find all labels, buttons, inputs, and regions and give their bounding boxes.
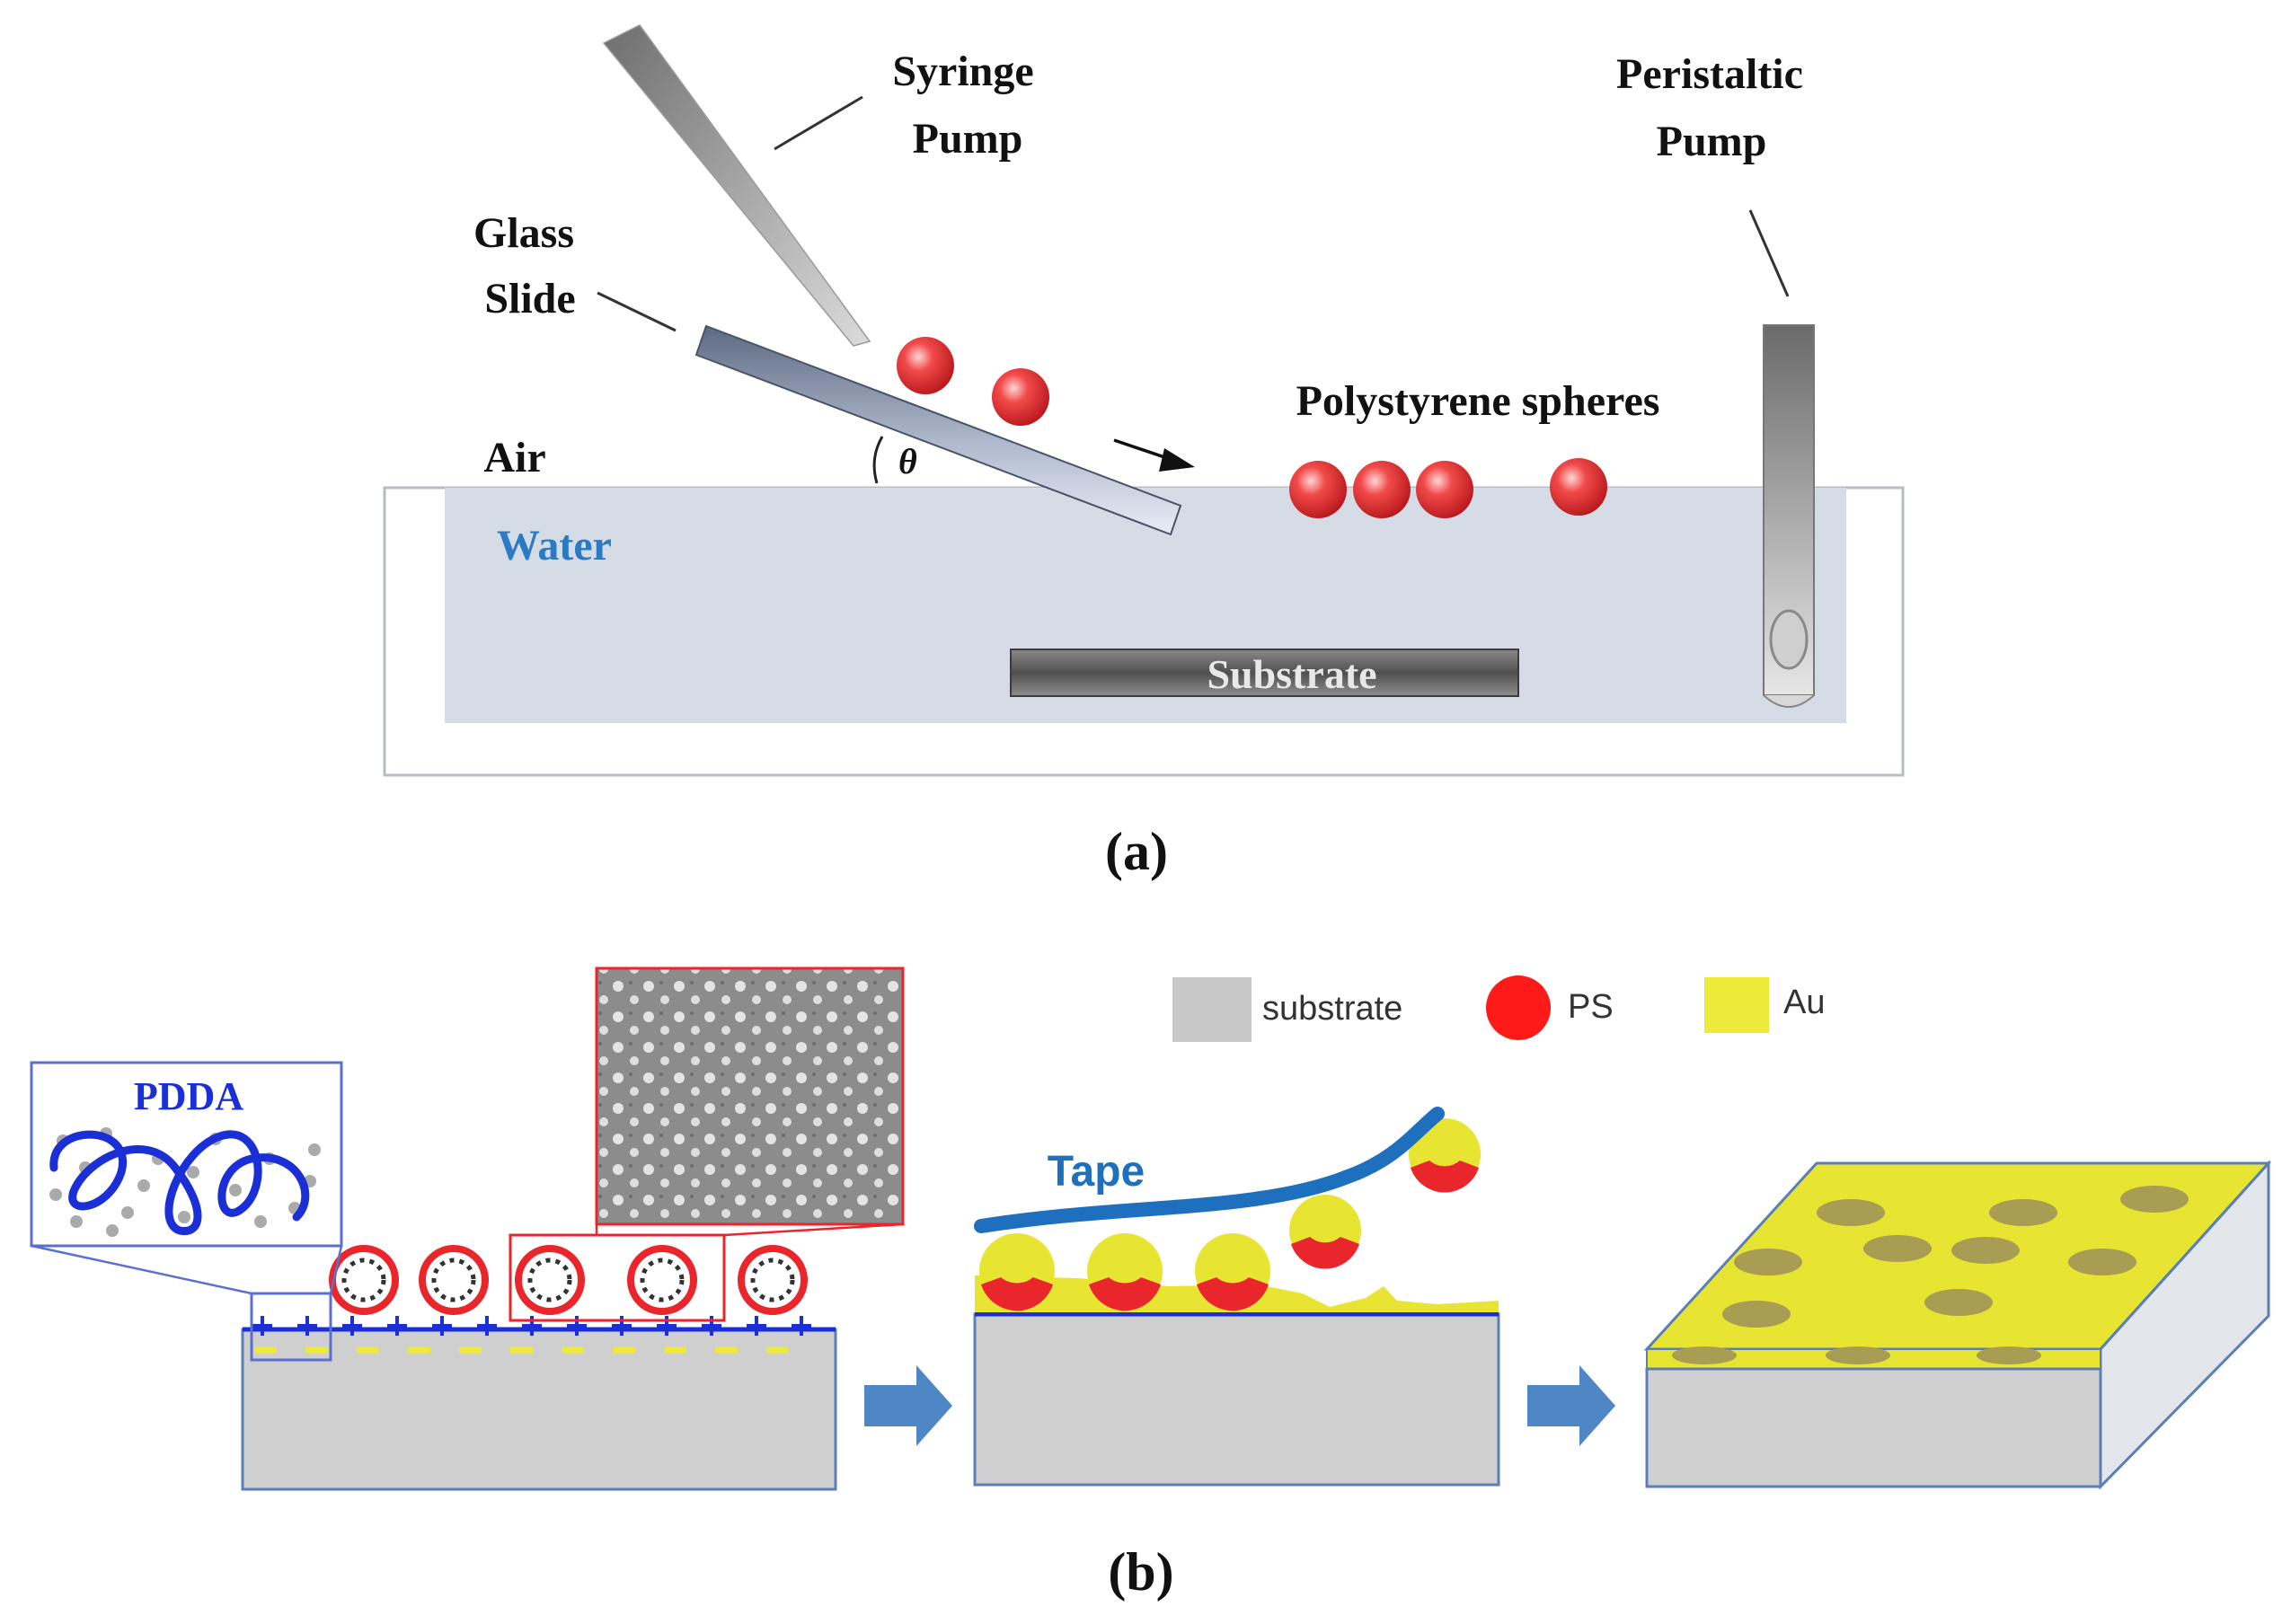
glass-label-line2: Slide — [484, 275, 575, 322]
ps-sphere-charged — [738, 1245, 808, 1315]
step1-ps-spheres — [329, 1245, 808, 1315]
peristaltic-label-line1: Peristaltic — [1616, 50, 1803, 98]
pdda-callout-line — [329, 1245, 343, 1294]
legend-swatch-au — [1704, 977, 1769, 1033]
substrate-label: Substrate — [1207, 651, 1376, 697]
syringe-leader-line — [774, 95, 863, 151]
ps-sphere-charged — [515, 1245, 585, 1315]
sem-inset-image — [595, 966, 905, 1226]
sphere — [897, 337, 954, 394]
theta-label: θ — [898, 441, 917, 481]
legend-swatch-substrate — [1172, 977, 1252, 1042]
tape-strip — [974, 1107, 1445, 1233]
caption-b: (b) — [1108, 1542, 1173, 1602]
tape-label: Tape — [1048, 1148, 1145, 1196]
legend-label-ps: PS — [1568, 988, 1614, 1026]
step1-substrate — [241, 1328, 837, 1491]
legend-swatch-ps — [1486, 975, 1551, 1040]
caption-a: (a) — [1105, 822, 1168, 881]
au-capped-sphere — [1195, 1233, 1270, 1311]
pdda-label: PDDA — [134, 1074, 243, 1118]
process-arrow-2 — [1527, 1365, 1615, 1446]
process-arrow-1 — [864, 1365, 952, 1446]
au-capped-sphere — [1289, 1195, 1361, 1269]
panel-a: Substrate Syringe Pump Glass Slide θ Pol… — [383, 24, 1905, 881]
sphere — [1550, 458, 1607, 516]
legend-label-substrate: substrate — [1262, 990, 1402, 1028]
peristaltic-leader-line — [1748, 209, 1790, 297]
slide-arrow-head — [1159, 448, 1195, 472]
syringe-label-line2: Pump — [913, 115, 1023, 163]
peristaltic-tube-end — [1763, 694, 1815, 708]
glass-slide — [694, 324, 1182, 536]
syringe-label-line1: Syringe — [892, 48, 1033, 95]
legend-label-au: Au — [1783, 984, 1825, 1021]
step2-au-capped-spheres — [979, 1118, 1481, 1311]
ps-sphere-charged — [419, 1245, 489, 1315]
sphere — [1289, 461, 1347, 518]
step2-substrate — [973, 1312, 1500, 1487]
sphere — [992, 368, 1049, 426]
panel-b: substrate PS Au — [30, 966, 2272, 1602]
glass-leader-line — [597, 291, 677, 332]
glass-label-line1: Glass — [473, 209, 574, 257]
pdda-polymer-chain — [49, 1130, 310, 1235]
substrate-plate — [1010, 649, 1519, 697]
pdda-zoom-source — [250, 1292, 332, 1362]
water-label: Water — [497, 522, 612, 569]
ps-sphere-charged — [627, 1245, 697, 1315]
sem-callout-line — [723, 1222, 904, 1237]
sphere — [1353, 461, 1411, 518]
air-label: Air — [483, 434, 545, 481]
au-capped-sphere — [1087, 1233, 1163, 1311]
theta-arc — [872, 436, 884, 484]
tube-opening — [1769, 609, 1809, 670]
au-capped-sphere — [979, 1233, 1055, 1311]
pdda-callout-line — [31, 1244, 252, 1295]
au-capped-sphere — [1409, 1118, 1481, 1193]
step3-front-face — [1645, 1367, 2102, 1488]
ps-sphere-charged — [329, 1245, 399, 1315]
step3-nanoholes — [1672, 1186, 2189, 1364]
spheres-label: Polystyrene spheres — [1296, 377, 1660, 425]
peristaltic-label-line2: Pump — [1657, 118, 1767, 165]
syringe-needle — [602, 24, 871, 347]
sem-zoom-source — [509, 1233, 726, 1322]
sphere — [1416, 461, 1473, 518]
